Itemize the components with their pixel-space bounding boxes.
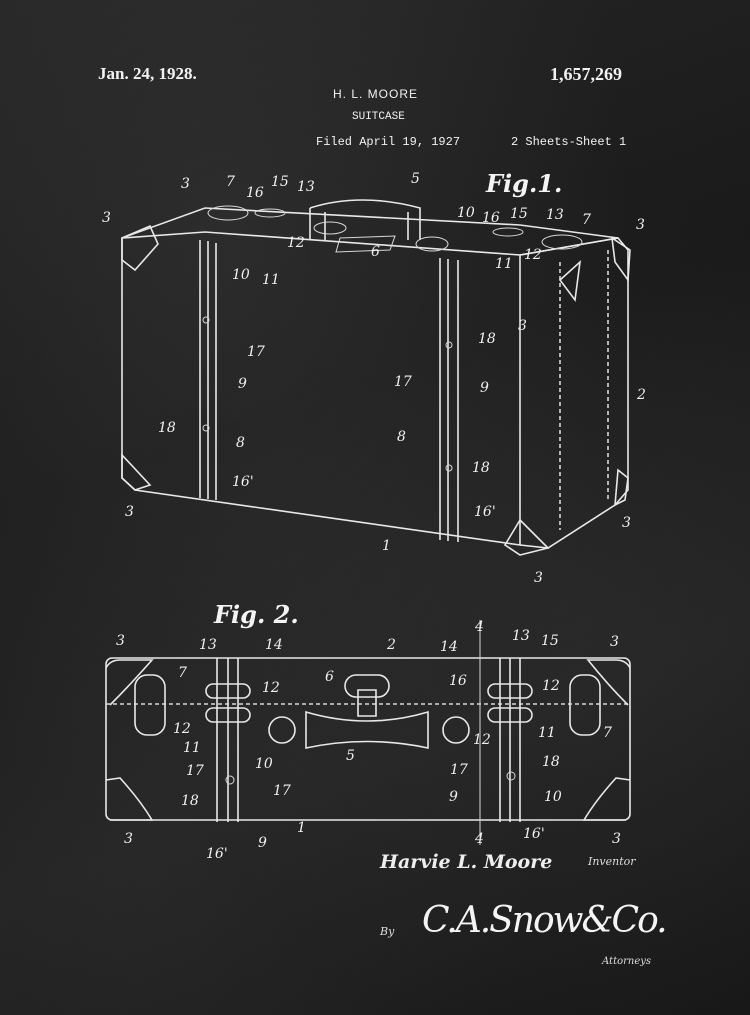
fig1-callout-label: 17: [394, 374, 412, 390]
fig1-callout-label: 17: [247, 344, 265, 360]
fig1-callout-label: 10: [457, 205, 475, 221]
fig2-callout-label: 12: [262, 680, 280, 696]
fig1-callout-label: 8: [397, 429, 406, 445]
fig2-callout-label: 7: [178, 665, 187, 681]
patent-number: 1,657,269: [550, 64, 622, 84]
inventor-signature: Harvie L. Moore: [380, 851, 553, 873]
fig2-callout-label: 1: [297, 820, 306, 836]
fig1-callout-label: 16': [474, 504, 496, 520]
fig2-callout-label: 18: [542, 754, 560, 770]
fig2-callout-label: 17: [450, 762, 468, 778]
fig2-callout-label: 14: [440, 639, 458, 655]
fig1-callout-label: 18: [478, 331, 496, 347]
fig2-callout-label: 7: [603, 725, 612, 741]
fig2-callout-label: 11: [538, 725, 556, 741]
fig2-callout-label: 3: [610, 634, 619, 650]
fig2-callout-label: 10: [255, 756, 273, 772]
sheet-count: 2 Sheets-Sheet 1: [511, 135, 627, 149]
figure-2-title: Fig. 2.: [214, 600, 299, 629]
fig1-callout-label: 3: [622, 515, 631, 531]
fig1-callout-label: 6: [371, 244, 380, 260]
fig2-callout-label: 16': [523, 826, 545, 842]
fig1-callout-label: 3: [534, 570, 543, 586]
fig1-callout-label: 13: [297, 179, 315, 195]
fig2-callout-label: 4: [474, 619, 484, 635]
fig1-callout-label: 16: [482, 210, 500, 226]
fig1-callout-label: 18: [158, 420, 176, 436]
fig2-callout-label: 12: [542, 678, 560, 694]
fig2-callout-label: 3: [612, 831, 621, 847]
figure-1-title: Fig.1.: [486, 169, 563, 198]
fig2-callout-label: 14: [265, 637, 283, 653]
fig1-callout-label: 3: [518, 318, 527, 334]
fig2-callout-label: 16': [206, 846, 228, 862]
fig2-callout-label: 16: [449, 673, 467, 689]
fig1-callout-label: 2: [636, 387, 646, 403]
fig2-callout-label: 9: [258, 835, 267, 851]
fig1-callout-label: 3: [125, 504, 134, 520]
fig2-callout-label: 17: [186, 763, 204, 779]
fig1-callout-label: 12: [287, 235, 305, 251]
fig2-callout-label: 15: [541, 633, 559, 649]
fig1-callout-label: 5: [411, 171, 420, 187]
attorney-signature: C.A.Snow&Co.: [422, 900, 668, 941]
fig1-callout-label: 12: [524, 247, 542, 263]
fig1-callout-label: 8: [236, 435, 245, 451]
fig1-callout-label: 7: [582, 212, 591, 228]
fig2-callout-label: 13: [199, 637, 217, 653]
fig2-callout-label: 2: [386, 637, 396, 653]
fig1-callout-label: 3: [102, 210, 111, 226]
fig2-callout-label: 13: [512, 628, 530, 644]
fig2-callout-label: 4: [474, 831, 484, 847]
fig1-callout-label: 7: [226, 174, 235, 190]
fig1-callout-label: 15: [510, 206, 528, 222]
fig2-callout-label: 10: [544, 789, 562, 805]
fig2-callout-label: 9: [449, 789, 458, 805]
fig2-callout-label: 6: [325, 669, 334, 685]
fig1-callout-label: 11: [262, 272, 280, 288]
fig2-callout-label: 18: [181, 793, 199, 809]
fig2-callout-label: 5: [346, 748, 355, 764]
fig1-callout-label: 16: [246, 185, 264, 201]
fig2-callout-label: 17: [273, 783, 291, 799]
inventor-label: Inventor: [588, 855, 636, 868]
fig1-callout-label: 18: [472, 460, 490, 476]
fig1-callout-label: 1: [382, 538, 391, 554]
fig2-callout-label: 11: [183, 740, 201, 756]
fig2-callout-label: 12: [473, 732, 491, 748]
fig1-callout-label: 16': [232, 474, 254, 490]
fig1-callout-label: 10: [232, 267, 250, 283]
fig1-callout-label: 3: [181, 176, 190, 192]
filed-date: Filed April 19, 1927: [316, 135, 461, 149]
fig1-callout-label: 3: [636, 217, 645, 233]
patent-date: Jan. 24, 1928.: [98, 64, 197, 83]
by-label: By: [380, 925, 395, 938]
patent-subject: SUITCASE: [352, 111, 405, 123]
fig1-callout-label: 9: [238, 376, 247, 392]
inventor-heading: H. L. MOORE: [333, 87, 419, 101]
attorney-label: Attorneys: [602, 956, 652, 967]
fig1-callout-label: 9: [480, 380, 489, 396]
fig2-callout-label: 12: [173, 721, 191, 737]
fig2-callout-label: 3: [116, 633, 125, 649]
fig1-callout-label: 15: [271, 174, 289, 190]
fig1-callout-label: 11: [495, 256, 513, 272]
fig1-callout-label: 13: [546, 207, 564, 223]
fig2-callout-label: 3: [124, 831, 133, 847]
